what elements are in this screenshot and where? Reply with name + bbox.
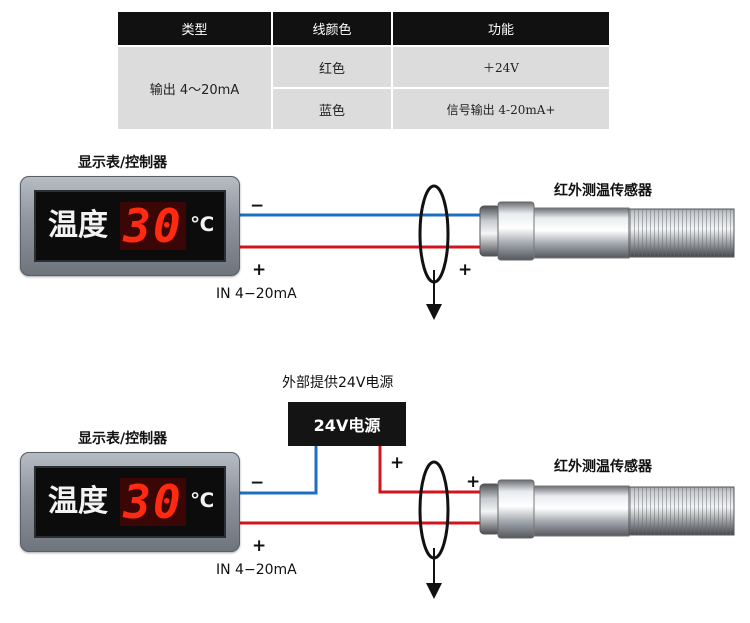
top-shield-loop-icon [418,184,450,284]
bottom-psu-red-wire [378,446,486,494]
table-header-type: 类型 [118,12,271,45]
bottom-ground-symbol-icon [426,583,442,599]
top-sensor-label: 红外测温传感器 [554,183,652,199]
table-header-wire-color: 线颜色 [273,12,391,45]
psu-plus-sign: + [390,453,405,473]
top-temperature-sensor-icon [479,201,735,261]
bottom-display-screen: 温度 30 ℃ [34,466,226,538]
bottom-display-title: 显示表/控制器 [78,431,168,447]
table-cell-color-red: 红色 [273,47,391,87]
bottom-display-word: 温度 [48,484,108,519]
top-display-screen: 温度 30 ℃ [34,190,226,262]
top-display-unit: ℃ [190,212,215,236]
bottom-display-value: 30 [120,478,186,526]
table-header-function: 功能 [393,12,609,45]
bottom-display-unit: ℃ [190,488,215,512]
top-minus-sign: − [250,196,265,216]
top-display-title: 显示表/控制器 [78,155,168,171]
top-sensor-plus: + [458,260,473,280]
bottom-digital-display-icon: 温度 30 ℃ [20,452,240,552]
bottom-plus-sign: + [252,536,267,556]
bottom-input-label: IN 4−20mA [216,562,297,578]
top-plus-sign: + [252,260,267,280]
table-cell-function-signal: 信号输出 4-20mA+ [393,89,609,129]
top-ground-symbol-icon [426,304,442,320]
bottom-sensor-label: 红外测温传感器 [554,459,652,475]
bottom-minus-sign: − [250,473,265,493]
top-digital-display-icon: 温度 30 ℃ [20,176,240,276]
top-display-value: 30 [120,202,186,250]
bottom-sensor-plus: + [466,472,481,492]
table-cell-function-24v: ＋24V [393,47,609,87]
bottom-temperature-sensor-icon [479,479,735,539]
table-cell-color-blue: 蓝色 [273,89,391,129]
top-display-word: 温度 [48,208,108,243]
wire-spec-table: 类型 线颜色 功能 输出 4～20mA 红色 ＋24V 蓝色 信号输出 4-20… [118,12,609,129]
bottom-blue-wire [240,446,318,495]
table-cell-type-value: 输出 4～20mA [118,47,271,129]
psu-title: 外部提供24V电源 [282,375,394,391]
psu-box: 24V电源 [288,402,406,446]
top-input-label: IN 4−20mA [216,286,297,302]
bottom-shield-loop-icon [418,460,450,560]
